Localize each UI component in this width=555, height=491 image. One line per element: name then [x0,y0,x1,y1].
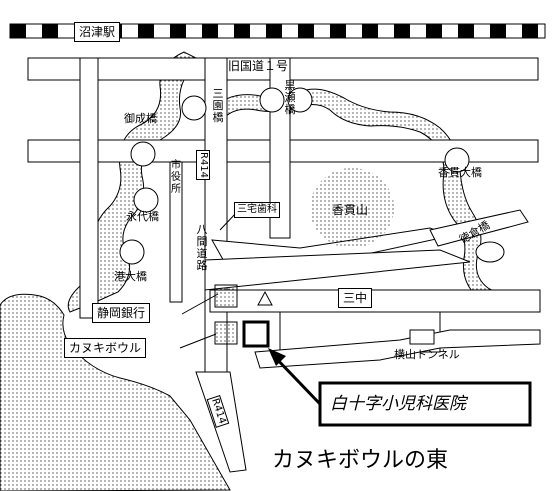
roads [27,57,541,473]
bridges [119,87,505,265]
railway-line [9,23,546,39]
bridge-minato-ohashi-label: 港大橋 [114,270,147,283]
clinic-marker [242,320,270,348]
clinic-callout [318,381,532,427]
bridge-nagayo-label: 永代橋 [126,210,159,223]
sea-area [0,293,231,491]
road-yamado-label: 八間道路 [196,223,208,272]
bridge-sanno-label: 三園橋 [212,87,224,124]
route-r414-upper-label: R414 [196,150,210,181]
station-label: 沼津駅 [74,22,121,42]
bridge-onari-label: 御成橋 [124,112,157,125]
bowling-building [214,321,238,345]
city-hall-label: 市役所 [171,160,181,195]
school-label: 三中 [338,288,373,308]
tunnel-marker [409,329,435,345]
clinic-arrow [268,348,322,406]
map-caption: カヌキボウルの東 [272,448,449,473]
dentist-label: 三宅歯科 [234,202,280,218]
bank-building [214,284,238,308]
bridge-kurose-label: 黒瀬橋 [284,79,296,116]
school-marker [257,290,273,306]
clinic-label: 白十字小児科医院 [330,394,466,414]
mountain-label: 香貫山 [332,203,369,217]
bank-label: 静岡銀行 [92,303,151,323]
bridge-kanuki-ohashi-label: 香貫大橋 [438,166,482,179]
road-kyukokudo-label: 旧国道１号 [228,59,289,73]
bowling-label: カヌキボウル [64,338,147,358]
tunnel-label: 横山トンネル [394,348,460,361]
kanuki-mountain-shape [310,168,394,248]
